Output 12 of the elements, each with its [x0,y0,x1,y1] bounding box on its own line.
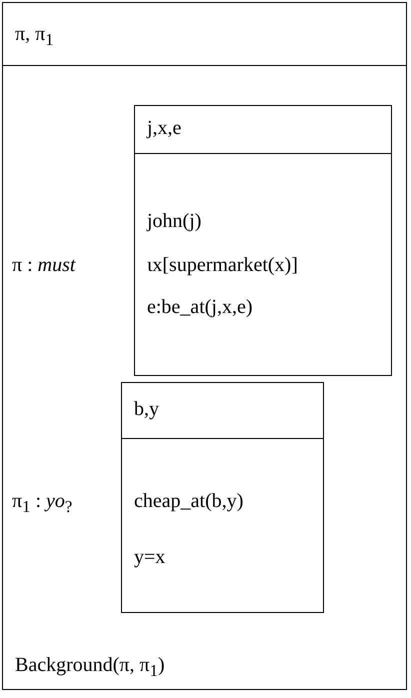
relation-label: π : must [12,253,76,277]
condition-text: e:be_at(j,x,e) [147,295,252,319]
referent-list: π, π$_{1}$ [15,22,54,52]
condition-text: Background(π, π$_{1}$) [15,653,165,682]
condition-text: cheap_at(b,y) [134,489,244,513]
condition-text: ιx[supermarket(x)] [147,253,298,277]
condition-text: y=x [134,545,166,569]
referent-list: j,x,e [147,116,182,140]
condition-text: john(j) [147,209,202,233]
relation-label: π$_{1}$ : yo$_{?}$ [12,489,72,518]
drs-box [2,2,407,690]
referent-list: b,y [134,397,159,421]
